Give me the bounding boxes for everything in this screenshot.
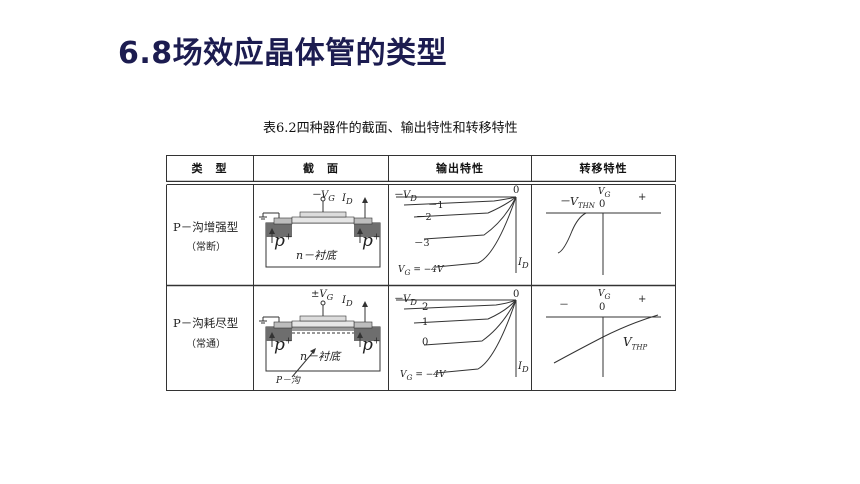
row1-gate-label: －VG xyxy=(311,190,335,203)
row1-type-label: P－沟增强型 xyxy=(173,220,239,234)
transfer-curve-depletion xyxy=(546,314,661,377)
row2-axis-id: ID xyxy=(518,361,529,374)
row1-origin: 0 xyxy=(513,185,520,196)
row2-p-left: p+ xyxy=(274,335,293,355)
row2-vg-value: VG = −4V xyxy=(400,370,446,382)
output-curves-depletion xyxy=(396,299,517,377)
row2-substrate: n－衬底 xyxy=(300,350,341,363)
row2-vth-label: VTHP xyxy=(623,335,648,352)
row2-channel-label: P－沟 xyxy=(276,376,301,386)
row2-gate-label: ±VG xyxy=(311,289,334,302)
row1-axis-id: ID xyxy=(518,257,529,270)
row2-p-right: p+ xyxy=(362,335,381,355)
row2-transfer-plus: + xyxy=(638,294,647,305)
header-transfer: 转移特性 xyxy=(579,162,628,175)
table-drawing xyxy=(166,155,676,391)
cross-section-depletion xyxy=(259,300,381,378)
table-caption: 表6.2四种器件的截面、输出特性和转移特性 xyxy=(263,121,518,136)
row1-curve-label-2: －2 xyxy=(416,212,432,223)
header-type: 类 型 xyxy=(191,162,228,175)
row2-curve-label-2: 1 xyxy=(422,317,429,328)
row1-type-sub: （常断） xyxy=(186,242,226,253)
row1-transfer-plus: + xyxy=(638,192,647,203)
row1-p-left: p+ xyxy=(274,231,293,251)
row2-type-label: P－沟耗尽型 xyxy=(173,316,239,330)
row1-vth-label: －VTHN xyxy=(559,195,595,211)
row2-transfer-minus: － xyxy=(559,300,569,311)
row2-curve-label-1: 2 xyxy=(422,302,429,313)
row1-p-right: p+ xyxy=(362,231,381,251)
row2-curve-label-3: 0 xyxy=(422,337,429,348)
row1-vg-value: VG = −4V xyxy=(398,265,444,277)
device-table: 类 型 截 面 输出特性 转移特性 P－沟增强型 （常断） －VG ID p+ … xyxy=(166,155,676,391)
row1-axis-vd: －VD xyxy=(393,190,417,203)
row2-axis-vd: －VD xyxy=(393,294,417,307)
output-curves-enhancement xyxy=(396,196,517,273)
transfer-curve-enhancement xyxy=(546,212,661,275)
header-section: 截 面 xyxy=(303,162,339,175)
cross-section-enhancement xyxy=(259,196,381,268)
row2-vg-axis: VG xyxy=(598,289,611,301)
row1-curve-label-3: －3 xyxy=(414,238,430,249)
row2-transfer-zero: 0 xyxy=(599,302,606,313)
row1-transfer-zero: 0 xyxy=(599,199,606,210)
row1-vg-axis: VG xyxy=(598,187,611,199)
header-output: 输出特性 xyxy=(436,162,484,175)
row2-type-sub: （常通） xyxy=(186,339,226,350)
row1-substrate: n－衬底 xyxy=(296,249,337,262)
row1-drain-label: ID xyxy=(342,193,353,206)
row2-drain-label: ID xyxy=(342,295,353,308)
row2-origin: 0 xyxy=(513,289,520,300)
row1-curve-label-1: －1 xyxy=(428,200,444,211)
table-grid xyxy=(166,155,676,391)
slide-title: 6.8场效应晶体管的类型 xyxy=(118,36,448,71)
